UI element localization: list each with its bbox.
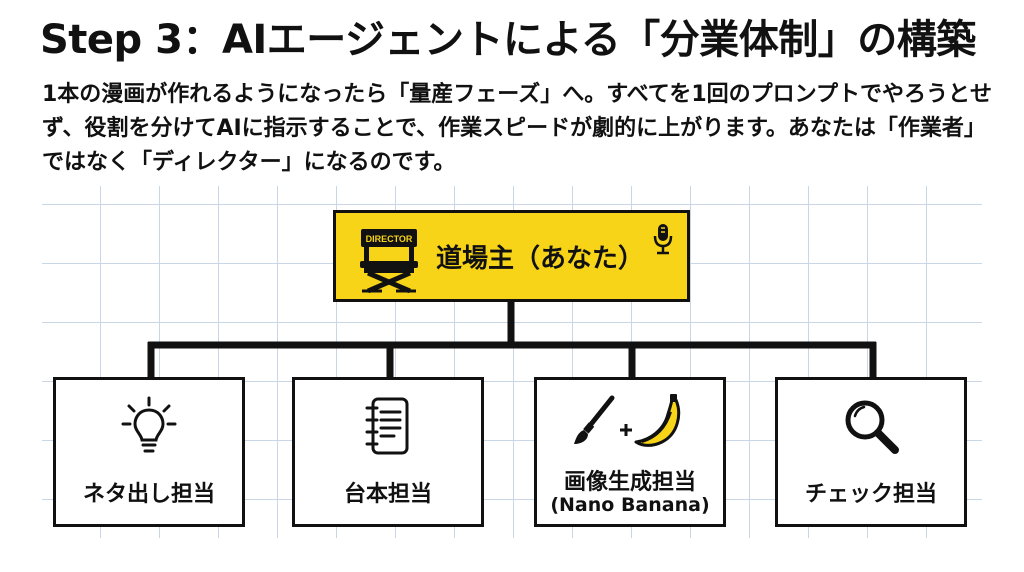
banana-icon <box>634 394 681 447</box>
role-label: 台本担当 <box>343 482 432 507</box>
page-title: Step 3：AIエージェントによる「分業体制」の構築 <box>40 17 976 63</box>
paintbrush-plus-banana-icon <box>574 394 681 447</box>
role-label: チェック担当 <box>804 482 937 507</box>
magnifier-icon <box>845 400 899 454</box>
intro-paragraph: 1本の漫画が作れるようになったら「量産フェーズ」へ。すべてを1回のプロンプトでや… <box>42 82 992 175</box>
role-label: 画像生成担当 <box>563 470 696 495</box>
role-label: ネタ出し担当 <box>82 482 215 507</box>
plus-icon <box>620 424 632 436</box>
lightbulb-icon <box>121 396 177 453</box>
notebook-icon <box>365 397 409 455</box>
paintbrush-icon <box>574 395 615 444</box>
role-box-script: 台本担当 <box>292 377 484 527</box>
director-chair-text: DIRECTOR <box>366 234 413 244</box>
role-box-idea: ネタ出し担当 <box>53 377 245 527</box>
director-box: DIRECTOR 道場主（あなた） <box>333 210 690 302</box>
role-box-image: 画像生成担当 (Nano Banana) <box>534 377 726 527</box>
role-box-check: チェック担当 <box>775 377 967 527</box>
director-chair-icon: DIRECTOR <box>360 229 418 293</box>
role-sublabel: (Nano Banana) <box>550 494 710 516</box>
director-label: 道場主（あなた） <box>436 243 645 274</box>
microphone-icon <box>653 224 673 255</box>
